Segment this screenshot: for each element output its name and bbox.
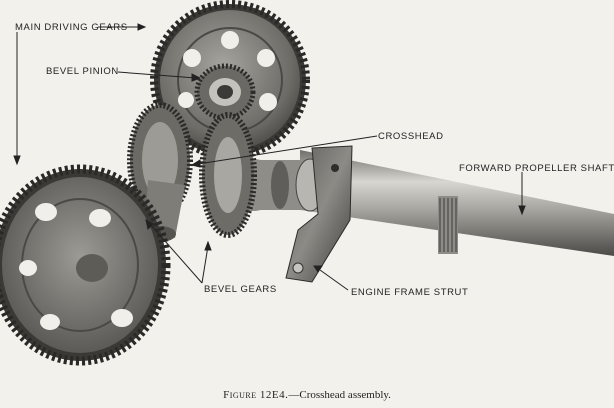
engine-frame-strut: [285, 145, 353, 283]
caption-separator: —: [288, 389, 300, 401]
forward-propeller-shaft: [300, 150, 614, 256]
figure-number: Figure 12E4.: [223, 389, 289, 401]
label-forward-propeller-shaft: FORWARD PROPELLER SHAFT: [459, 163, 614, 174]
bevel-pinion: [194, 63, 256, 121]
upper-main-driving-gear: [150, 0, 310, 160]
figure-caption: Figure 12E4.—Crosshead assembly.: [0, 389, 614, 401]
label-bevel-gears: BEVEL GEARS: [204, 284, 277, 295]
figure-title: Crosshead assembly.: [299, 389, 391, 401]
lower-main-driving-gear: [0, 164, 171, 366]
label-engine-frame-strut: ENGINE FRAME STRUT: [351, 287, 469, 298]
label-bevel-pinion: BEVEL PINION: [46, 66, 119, 77]
label-main-driving-gears: MAIN DRIVING GEARS: [15, 22, 128, 33]
label-crosshead: CROSSHEAD: [378, 131, 444, 142]
